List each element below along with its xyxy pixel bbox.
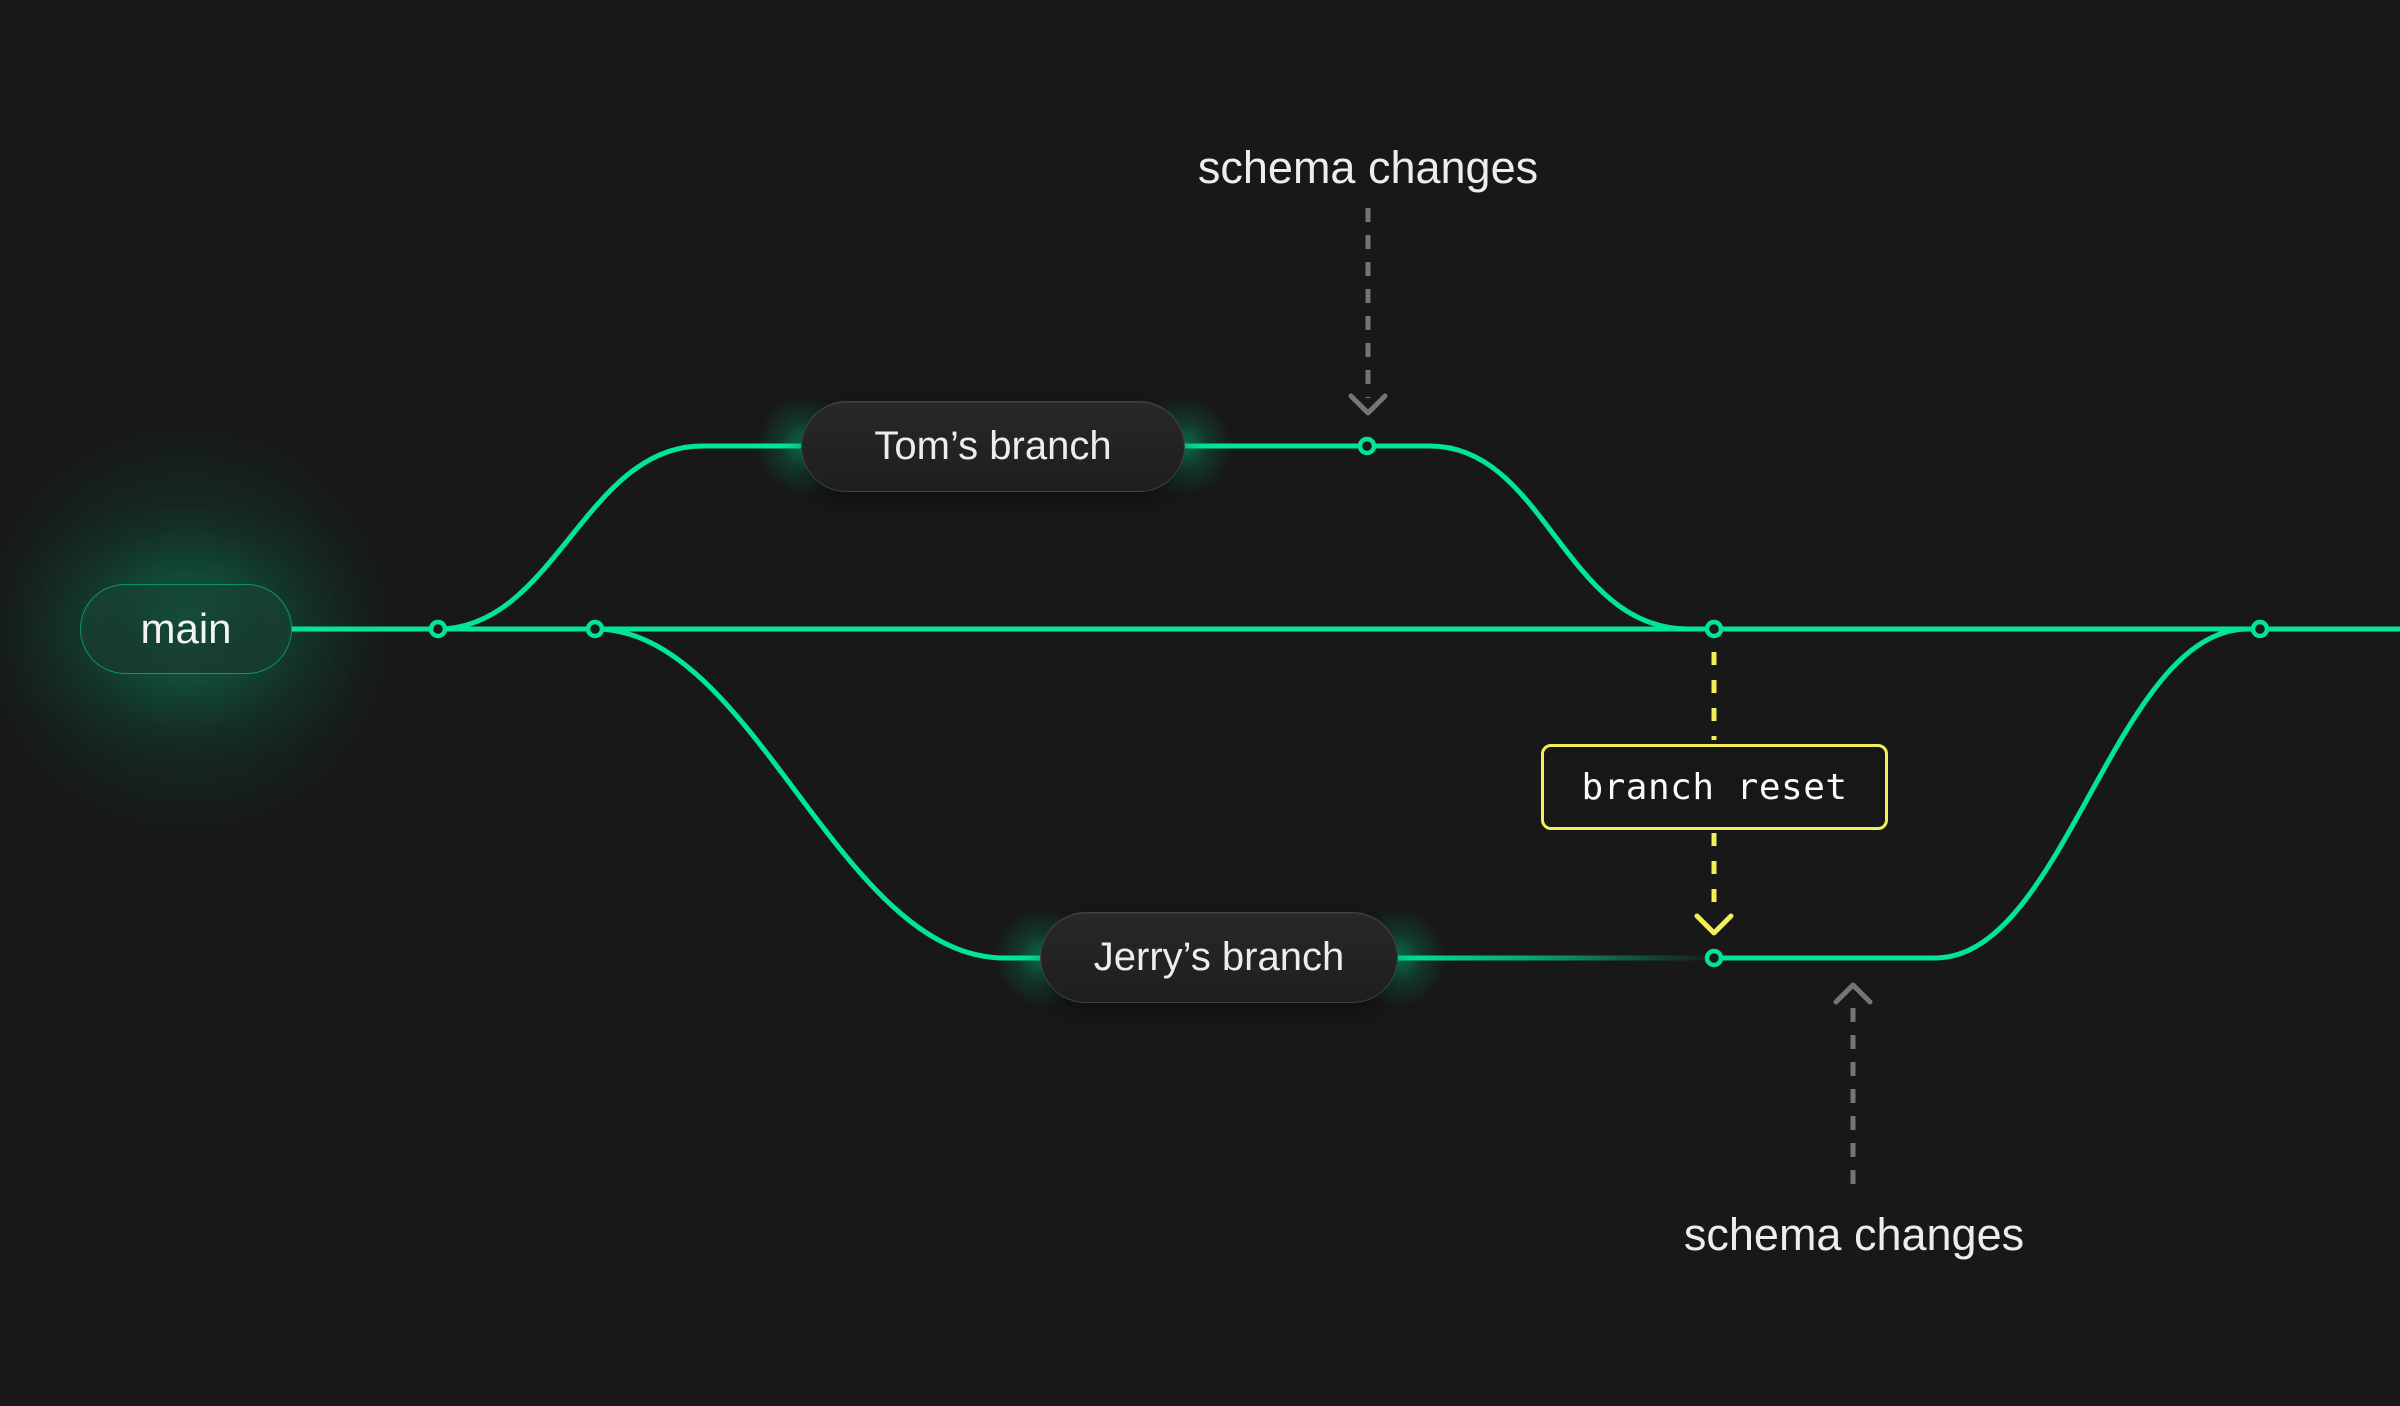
- branch-pill-jerry: Jerry’s branch: [1040, 912, 1398, 1003]
- arrow-up-icon: [1833, 982, 1873, 1197]
- jerry-branch-out-line: [594, 626, 1075, 961]
- jerry-branch-merge-line: [1713, 626, 2249, 961]
- commit-dot: [428, 619, 448, 639]
- branch-pill-main: main: [80, 584, 292, 674]
- branch-reset-box: branch reset: [1541, 744, 1888, 830]
- commit-dot: [1704, 619, 1724, 639]
- branch-pill-tom: Tom’s branch: [801, 401, 1185, 492]
- arrow-down-icon: [1348, 208, 1388, 416]
- tom-branch-merge-line: [1160, 443, 1689, 632]
- annotation-schema-changes-top: schema changes: [1197, 142, 1539, 193]
- branch-reset-label: branch reset: [1581, 766, 1848, 808]
- commit-dot: [2250, 619, 2270, 639]
- annotation-schema-changes-bottom: schema changes: [1683, 1209, 2025, 1260]
- tom-branch-out-line: [437, 443, 830, 632]
- branch-label-tom: Tom’s branch: [874, 424, 1112, 468]
- reset-arrow-icon: [1694, 652, 1734, 936]
- commit-dot: [1704, 948, 1724, 968]
- branch-label-main: main: [140, 605, 232, 652]
- branch-label-jerry: Jerry’s branch: [1093, 935, 1345, 979]
- commit-dot: [585, 619, 605, 639]
- commit-dot: [1357, 436, 1377, 456]
